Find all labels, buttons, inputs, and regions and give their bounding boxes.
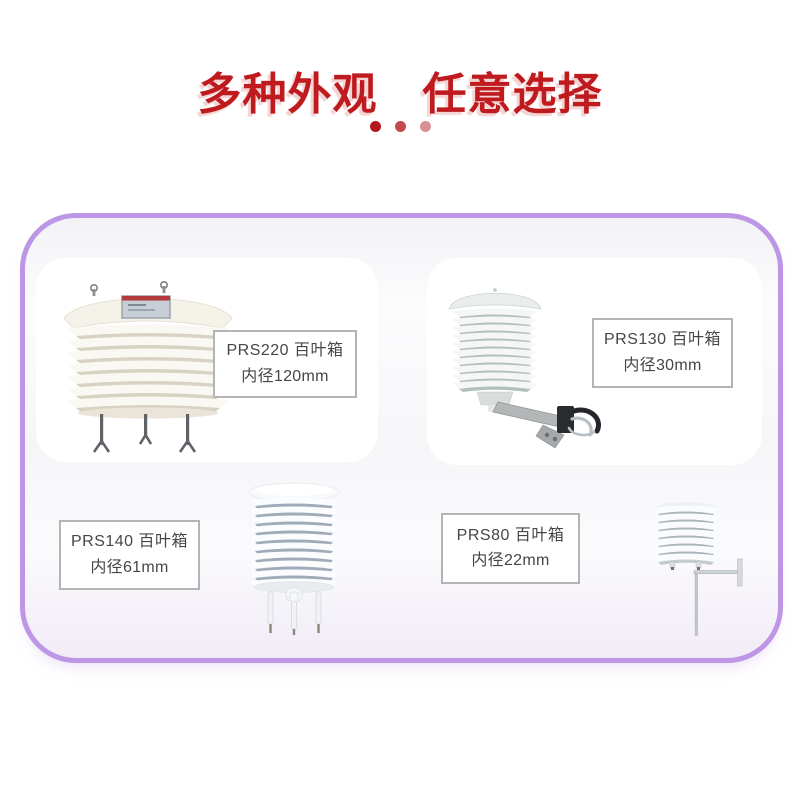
product-model: PRS130 百叶箱 — [603, 331, 722, 349]
product-label-prs130: PRS130 百叶箱 内径30mm — [592, 318, 733, 388]
product-spec: 内径22mm — [471, 552, 550, 569]
product-model: PRS80 百叶箱 — [456, 526, 565, 544]
title-dot-1 — [369, 121, 381, 132]
product-image-prs130 — [443, 278, 638, 450]
product-label-prs140: PRS140 百叶箱 内径61mm — [59, 520, 200, 590]
product-label-prs80: PRS80 百叶箱 内径22mm — [441, 513, 580, 584]
product-spec: 内径120mm — [241, 367, 329, 385]
product-image-prs140 — [246, 480, 346, 635]
product-image-prs220 — [58, 272, 238, 457]
page-title: 多种外观 任意选择 — [197, 70, 603, 119]
louvered-shield-arm-icon — [448, 288, 601, 449]
product-label-prs220: PRS220 百叶箱 内径120mm — [213, 330, 357, 398]
title-dots — [0, 121, 800, 132]
products-panel: PRS220 百叶箱 内径120mm PRS130 百叶箱 内径30mm PRS… — [20, 213, 783, 663]
louvered-shield-tripod-icon — [63, 281, 233, 453]
title-dot-2 — [394, 121, 406, 132]
product-model: PRS140 百叶箱 — [70, 533, 189, 551]
product-model: PRS220 百叶箱 — [226, 342, 344, 360]
title-dot-3 — [419, 121, 431, 132]
louvered-shield-bracket-icon — [652, 502, 743, 636]
product-spec: 内径61mm — [90, 558, 169, 576]
louvered-shield-pins-icon — [248, 482, 340, 635]
product-spec: 内径30mm — [623, 356, 702, 374]
product-image-prs80 — [648, 498, 748, 643]
